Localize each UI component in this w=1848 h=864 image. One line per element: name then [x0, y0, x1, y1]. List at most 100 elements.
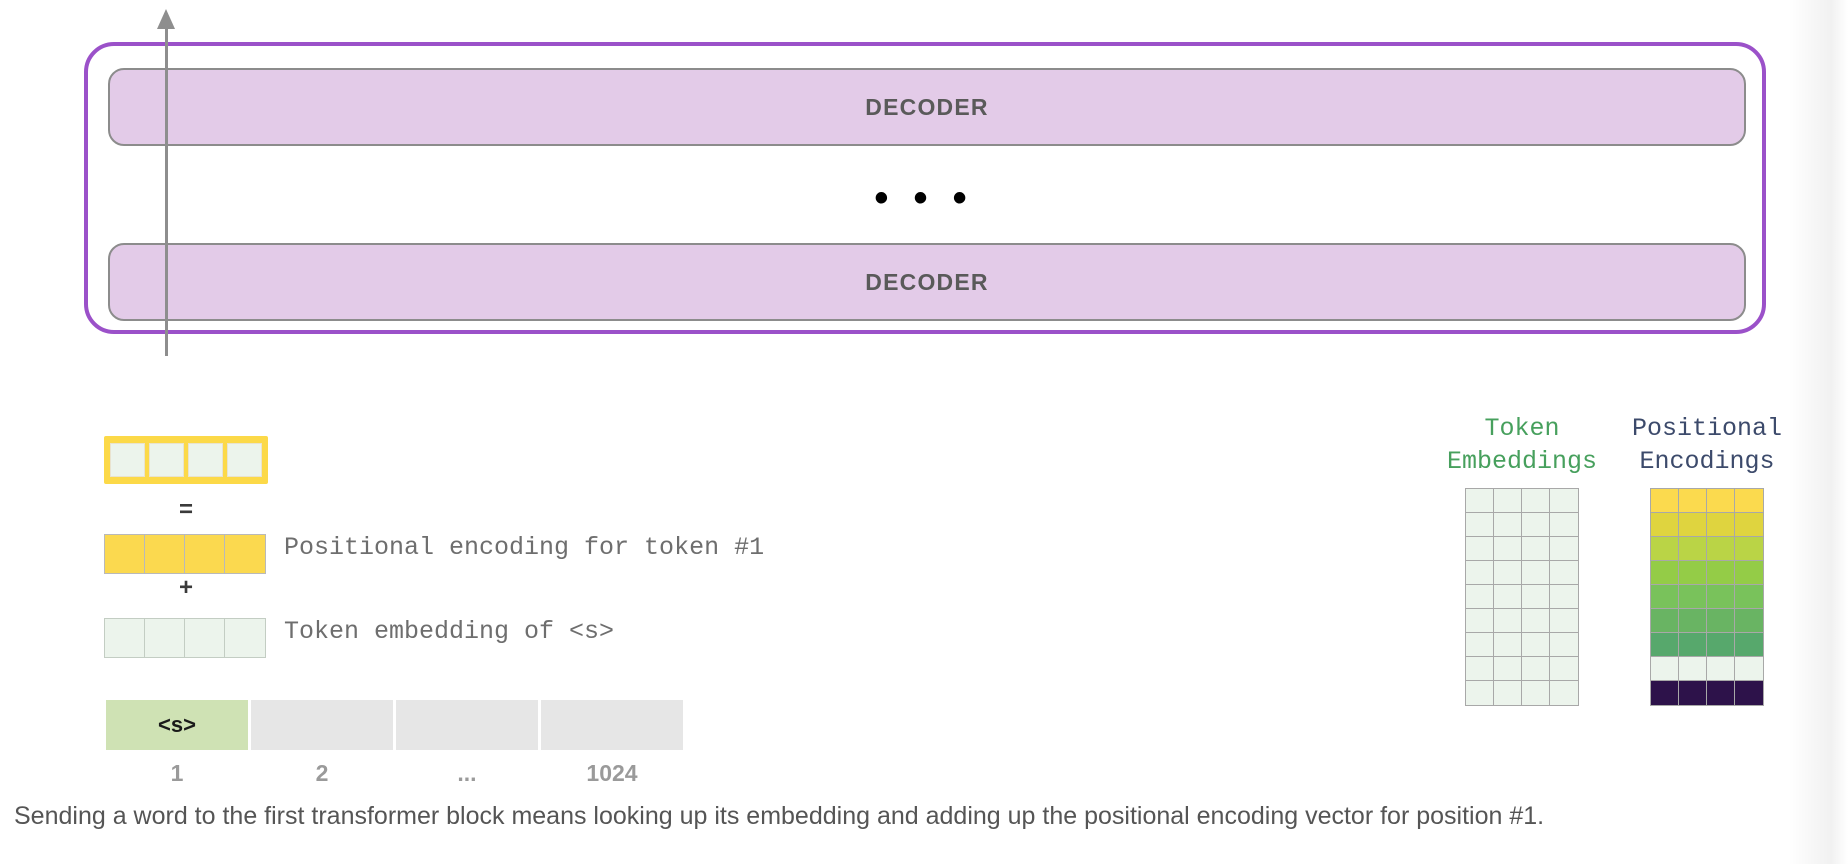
matrix-cell: [1494, 561, 1523, 585]
matrix-cell: [1550, 585, 1579, 609]
token-embedding-vector-caption: Token embedding of <s>: [284, 617, 615, 646]
up-arrow-icon: [157, 9, 175, 29]
decoder-stack-outline: [84, 42, 1766, 334]
matrix-cell: [1735, 633, 1764, 657]
matrix-cell: [1679, 585, 1708, 609]
matrix-cell: [1707, 537, 1736, 561]
matrix-cell: [1522, 657, 1551, 681]
decoder-stack-ellipsis: • • •: [874, 176, 974, 220]
token-sequence-row: <s>: [106, 700, 683, 750]
matrix-cell: [1679, 657, 1708, 681]
matrix-cell: [1466, 633, 1495, 657]
positional-encoding-vector: [104, 534, 266, 574]
matrix-cell: [1494, 489, 1523, 513]
matrix-cell: [1707, 657, 1736, 681]
matrix-cell: [1651, 513, 1680, 537]
matrix-cell: [1522, 489, 1551, 513]
matrix-cell: [1651, 633, 1680, 657]
positional-encodings-title: Positional Encodings: [1632, 414, 1783, 476]
matrix-cell: [1522, 585, 1551, 609]
matrix-cell: [1522, 681, 1551, 705]
matrix-cell: [1466, 585, 1495, 609]
matrix-cell: [1550, 537, 1579, 561]
matrix-cell: [1651, 657, 1680, 681]
matrix-cell: [1707, 585, 1736, 609]
matrix-cell: [1735, 681, 1764, 705]
positional-vector-cell: [145, 535, 185, 573]
token-cell-2: [251, 700, 393, 750]
token-index-1: 1: [170, 760, 184, 786]
matrix-cell: [1735, 513, 1764, 537]
matrix-cell: [1494, 513, 1523, 537]
plus-sign: +: [178, 574, 193, 601]
matrix-cell: [1494, 681, 1523, 705]
matrix-cell: [1550, 633, 1579, 657]
token-embeddings-matrix: Token Embeddings: [1447, 412, 1597, 706]
combined-vector: [104, 436, 268, 484]
equals-sign: =: [178, 496, 193, 523]
decoder-block-top: DECODER: [108, 68, 1746, 146]
matrix-cell: [1466, 657, 1495, 681]
positional-encodings-grid: [1650, 488, 1765, 706]
token-embeddings-grid: [1465, 488, 1580, 706]
matrix-cell: [1522, 609, 1551, 633]
token-index-2: 2: [315, 760, 329, 786]
up-arrow-shaft: [165, 24, 168, 356]
matrix-cell: [1522, 537, 1551, 561]
matrix-cell: [1466, 561, 1495, 585]
token-index-4: 1024: [586, 760, 638, 786]
token-embedding-vector-cell: [105, 619, 145, 657]
matrix-cell: [1707, 633, 1736, 657]
matrix-cell: [1735, 489, 1764, 513]
matrix-cell: [1651, 681, 1680, 705]
matrix-cell: [1494, 609, 1523, 633]
matrix-cell: [1651, 609, 1680, 633]
matrix-cell: [1550, 561, 1579, 585]
matrix-cell: [1735, 585, 1764, 609]
matrix-cell: [1466, 513, 1495, 537]
positional-vector-cell: [225, 535, 265, 573]
decoder-block-bottom: DECODER: [108, 243, 1746, 321]
matrix-cell: [1550, 681, 1579, 705]
matrix-cell: [1494, 657, 1523, 681]
matrix-cell: [1651, 489, 1680, 513]
matrix-cell: [1466, 537, 1495, 561]
token-embedding-vector-cell: [185, 619, 225, 657]
positional-encodings-matrix: Positional Encodings: [1632, 412, 1782, 706]
matrix-cell: [1679, 489, 1708, 513]
token-cell-3: [396, 700, 538, 750]
matrix-cell: [1735, 657, 1764, 681]
matrix-cell: [1679, 561, 1708, 585]
token-embedding-vector-cell: [225, 619, 265, 657]
matrix-cell: [1679, 633, 1708, 657]
positional-vector-cell: [185, 535, 225, 573]
combined-vector-cell: [110, 443, 145, 477]
token-cell-1: <s>: [106, 700, 248, 750]
combined-vector-cell: [149, 443, 184, 477]
matrix-cell: [1550, 489, 1579, 513]
matrix-cell: [1679, 609, 1708, 633]
matrix-cell: [1522, 561, 1551, 585]
decoder-block-top-label: DECODER: [865, 93, 989, 120]
matrix-cell: [1707, 489, 1736, 513]
token-embeddings-title: Token Embeddings: [1447, 414, 1598, 476]
token-index-row: 1 2 ... 1024: [106, 760, 683, 787]
matrix-cell: [1550, 657, 1579, 681]
combined-vector-cell: [227, 443, 262, 477]
matrix-cell: [1735, 561, 1764, 585]
page-edge-shadow: [1788, 0, 1848, 864]
matrix-cell: [1466, 489, 1495, 513]
matrix-cell: [1679, 537, 1708, 561]
matrix-cell: [1522, 633, 1551, 657]
matrix-cell: [1494, 633, 1523, 657]
matrix-cell: [1651, 537, 1680, 561]
figure-caption: Sending a word to the first transformer …: [14, 802, 1545, 830]
matrix-cell: [1735, 609, 1764, 633]
token-embedding-vector: [104, 618, 266, 658]
matrix-cell: [1707, 609, 1736, 633]
matrix-cell: [1735, 537, 1764, 561]
token-embedding-vector-cell: [145, 619, 185, 657]
matrix-cell: [1707, 681, 1736, 705]
matrix-cell: [1522, 513, 1551, 537]
